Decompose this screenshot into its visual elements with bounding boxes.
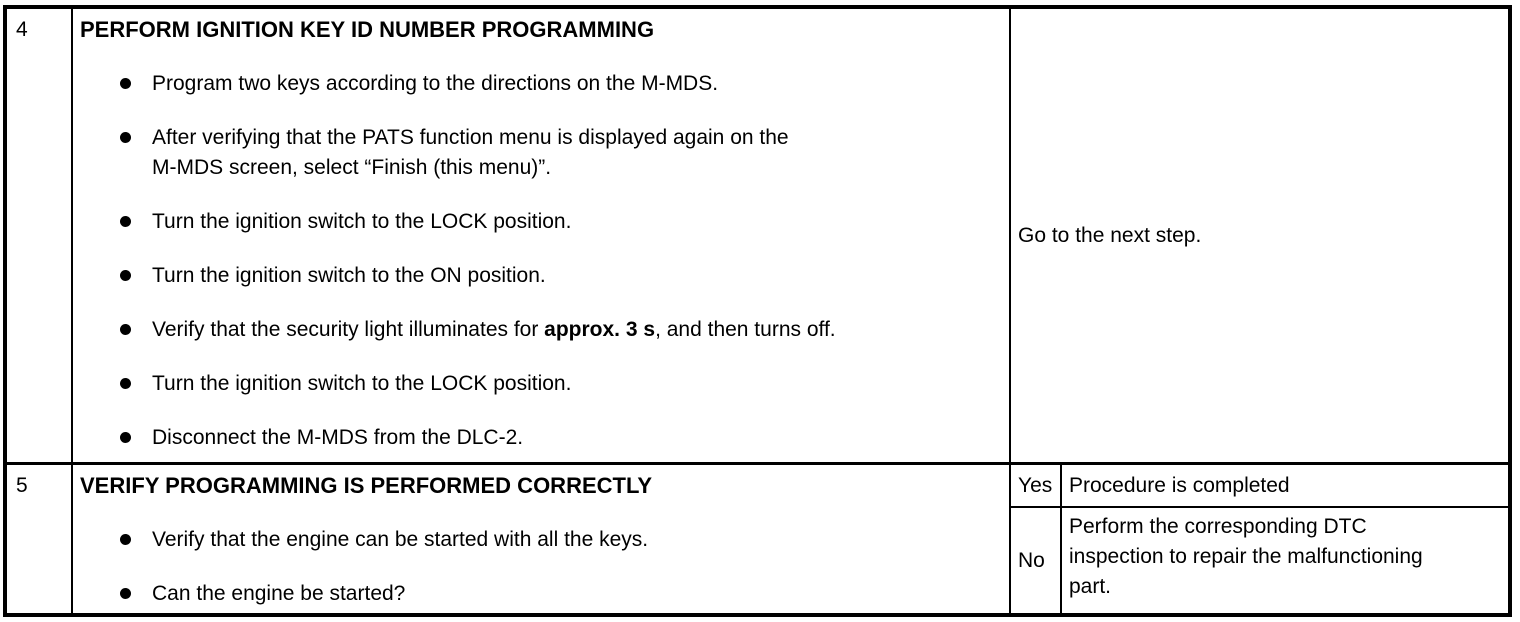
bullet-item: Verify that the security light illuminat… [120, 315, 1001, 345]
bullet-item: Turn the ignition switch to the LOCK pos… [120, 369, 1001, 399]
bullet-item: Disconnect the M-MDS from the DLC-2. [120, 423, 1001, 453]
bullet-dot-icon [120, 588, 131, 599]
result-no-row: No Perform the corresponding DTC inspect… [1011, 508, 1508, 613]
result-text-yes: Procedure is completed [1062, 465, 1508, 506]
bullet-text: Turn the ignition switch to the ON posit… [152, 264, 546, 287]
bullet-text-bold: approx. 3 s [544, 318, 656, 341]
step-number-cell: 5 [7, 465, 73, 613]
result-text: Perform the corresponding DTC inspection… [1069, 515, 1423, 598]
bullet-item: Program two keys according to the direct… [120, 69, 1001, 99]
action-heading: VERIFY PROGRAMMING IS PERFORMED CORRECTL… [80, 473, 653, 498]
bullet-text: Disconnect the M-MDS from the DLC-2. [152, 426, 524, 449]
bullet-dot-icon [120, 78, 131, 89]
table-row-step-5: 5 VERIFY PROGRAMMING IS PERFORMED CORREC… [7, 465, 1508, 613]
bullet-text: Program two keys according to the direct… [152, 72, 719, 95]
answer-cell-yes: Yes [1011, 465, 1062, 506]
action-cell: PERFORM IGNITION KEY ID NUMBER PROGRAMMI… [73, 9, 1011, 462]
answer-label: No [1018, 548, 1045, 572]
step-number: 5 [16, 474, 28, 497]
bullet-item: After verifying that the PATS function m… [120, 123, 1001, 183]
bullet-text: Verify that the engine can be started wi… [152, 528, 649, 551]
bullet-dot-icon [120, 324, 131, 335]
bullet-dot-icon [120, 270, 131, 281]
bullet-text-pre: Verify that the security light illuminat… [152, 318, 545, 341]
result-cell: Yes Procedure is completed No Perform th… [1011, 465, 1508, 613]
bullet-text: Verify that the security light illuminat… [152, 315, 836, 345]
action-heading: PERFORM IGNITION KEY ID NUMBER PROGRAMMI… [80, 17, 655, 42]
result-cell: Go to the next step. [1011, 9, 1508, 462]
action-cell: VERIFY PROGRAMMING IS PERFORMED CORRECTL… [73, 465, 1011, 613]
step-number: 4 [16, 18, 28, 41]
answer-label: Yes [1018, 473, 1053, 497]
troubleshooting-table: 4 PERFORM IGNITION KEY ID NUMBER PROGRAM… [3, 5, 1512, 617]
table-row-step-4: 4 PERFORM IGNITION KEY ID NUMBER PROGRAM… [7, 9, 1508, 465]
bullet-dot-icon [120, 132, 131, 143]
bullet-text: Can the engine be started? [152, 582, 406, 605]
bullet-dot-icon [120, 534, 131, 545]
bullet-dot-icon [120, 432, 131, 443]
step-number-cell: 4 [7, 9, 73, 462]
result-text: Procedure is completed [1069, 473, 1290, 497]
bullet-text: After verifying that the PATS function m… [152, 126, 789, 179]
result-yes-row: Yes Procedure is completed [1011, 465, 1508, 508]
bullet-item: Verify that the engine can be started wi… [120, 525, 1001, 555]
result-text: Go to the next step. [1018, 223, 1202, 247]
bullet-text-post: , and then turns off. [655, 318, 836, 341]
bullet-list: Verify that the engine can be started wi… [120, 525, 1001, 609]
bullet-item: Can the engine be started? [120, 579, 1001, 609]
answer-cell-no: No [1011, 508, 1062, 613]
bullet-dot-icon [120, 378, 131, 389]
bullet-item: Turn the ignition switch to the LOCK pos… [120, 207, 1001, 237]
bullet-list: Program two keys according to the direct… [120, 69, 1001, 453]
bullet-text: Turn the ignition switch to the LOCK pos… [152, 210, 572, 233]
result-text-no: Perform the corresponding DTC inspection… [1062, 508, 1508, 613]
bullet-text: Turn the ignition switch to the LOCK pos… [152, 372, 572, 395]
bullet-item: Turn the ignition switch to the ON posit… [120, 261, 1001, 291]
bullet-dot-icon [120, 216, 131, 227]
